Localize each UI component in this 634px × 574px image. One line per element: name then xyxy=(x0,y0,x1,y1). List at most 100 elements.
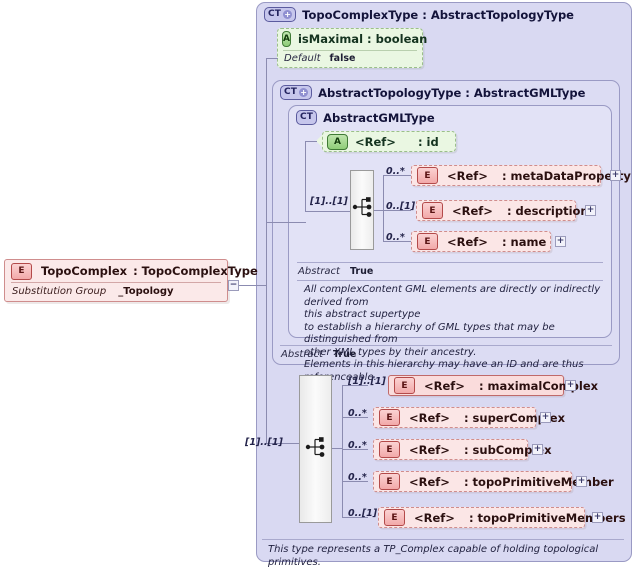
connector-line xyxy=(266,58,278,59)
sequence-compositor-outer[interactable] xyxy=(299,375,332,523)
expand-toggle-maximalcomplex[interactable]: + xyxy=(565,380,576,391)
attribute-ref: <Ref> xyxy=(355,134,396,149)
root-element-title-row: E TopoComplex : TopoComplexType xyxy=(5,260,258,282)
attribute-ismaximal-row: A isMaximal : boolean xyxy=(278,29,427,49)
element-badge-icon: E xyxy=(379,441,400,458)
connector-line xyxy=(305,211,350,212)
element-box-description[interactable]: E <Ref> : description xyxy=(416,200,589,221)
element-badge-icon: E xyxy=(384,509,405,526)
expand-toggle-name[interactable]: + xyxy=(555,236,566,247)
element-multiplicity: 0..[1] xyxy=(386,201,416,212)
expand-toggle-topoprimitivemembers[interactable]: + xyxy=(592,512,603,523)
element-ref: <Ref> xyxy=(452,203,493,218)
divider xyxy=(297,262,603,263)
complextype-header-abstractgmltype: CT AbstractGMLType xyxy=(296,110,435,125)
element-box-topoprimitivemembers[interactable]: E <Ref> : topoPrimitiveMembers xyxy=(378,507,626,528)
connector-line xyxy=(374,210,384,211)
element-badge-icon: E xyxy=(417,233,438,250)
connector-line xyxy=(305,141,306,211)
connector-line xyxy=(383,175,384,241)
attribute-name: isMaximal : boolean xyxy=(297,32,428,46)
sequence-multiplicity-outer: [1]..[1] xyxy=(245,437,283,448)
expand-toggle-supercomplex[interactable]: + xyxy=(540,412,551,423)
element-multiplicity: [1]..[1] xyxy=(348,376,386,387)
doc-line: this abstract supertype xyxy=(304,309,421,320)
complextype-title: AbstractGMLType xyxy=(323,110,435,125)
element-multiplicity: 0..* xyxy=(348,440,367,451)
abstract-label: Abstract xyxy=(298,266,340,277)
complextype-badge-icon: CT xyxy=(296,110,318,125)
complextype-title: AbstractTopologyType : AbstractGMLType xyxy=(318,85,586,100)
element-box-maximalcomplex[interactable]: E <Ref> : maximalComplex xyxy=(388,375,598,396)
root-element-card-topocomplex[interactable]: E TopoComplex : TopoComplexType Substitu… xyxy=(4,259,258,302)
element-box-name[interactable]: E <Ref> : name xyxy=(411,231,551,252)
doc-line: other XML types by their ancestry. xyxy=(304,346,477,358)
element-ref: <Ref> xyxy=(414,510,455,525)
complextype-title: TopoComplexType : AbstractTopologyType xyxy=(302,7,574,22)
doc-line: Elements in this hierarchy may have an I… xyxy=(304,359,584,383)
connector-line xyxy=(342,517,368,518)
connector-line xyxy=(342,385,343,517)
element-badge-icon: E xyxy=(11,262,32,280)
connector-line xyxy=(342,417,368,418)
attribute-name: : id xyxy=(417,134,439,149)
element-name: : topoPrimitiveMember xyxy=(463,474,614,489)
connector-line xyxy=(383,175,411,176)
connector-line xyxy=(266,222,306,223)
divider xyxy=(262,539,624,540)
root-element-name: TopoComplex xyxy=(41,264,128,278)
attribute-box-ismaximal[interactable]: A isMaximal : boolean Default false xyxy=(277,28,427,68)
abstract-row-abstractgmltype: Abstract True xyxy=(298,266,373,277)
collapse-toggle-topocomplex[interactable]: − xyxy=(228,280,239,291)
element-box-metadataproperty[interactable]: E <Ref> : metaDataProperty xyxy=(411,165,631,186)
element-ref: <Ref> xyxy=(447,168,488,183)
attribute-id-row: A <Ref> : id xyxy=(323,132,455,151)
complextype-header-topocomplextype: CT+ TopoComplexType : AbstractTopologyTy… xyxy=(264,7,574,22)
abstract-value: True xyxy=(332,349,357,360)
connector-line xyxy=(266,58,267,443)
element-ref: <Ref> xyxy=(409,442,450,457)
connector-line xyxy=(266,443,299,444)
connector-line xyxy=(383,210,411,211)
attribute-badge-icon: A xyxy=(327,133,348,150)
element-ref: <Ref> xyxy=(424,378,465,393)
element-ref: <Ref> xyxy=(409,410,450,425)
connector-line xyxy=(342,481,368,482)
substitution-group-row: Substitution Group _Topology xyxy=(5,283,227,301)
sequence-icon xyxy=(352,197,372,217)
attribute-box-id[interactable]: A <Ref> : id xyxy=(322,131,456,152)
documentation-abstractgmltype: All complexContent GML elements are dire… xyxy=(296,281,622,389)
sequence-multiplicity-inner: [1]..[1] xyxy=(310,196,348,207)
element-multiplicity: 0..* xyxy=(348,408,367,419)
element-box-subcomplex[interactable]: E <Ref> : subComplex xyxy=(373,439,552,460)
element-name: : superComplex xyxy=(463,410,565,425)
element-multiplicity: 0..[1] xyxy=(348,508,378,519)
element-badge-icon: E xyxy=(417,167,438,184)
connector-line xyxy=(238,285,266,286)
attribute-badge-icon: A xyxy=(282,31,291,47)
connector-line xyxy=(305,141,317,142)
divider xyxy=(283,50,417,51)
expand-toggle-subcomplex[interactable]: + xyxy=(532,444,543,455)
expand-toggle-metadataproperty[interactable]: + xyxy=(610,170,621,181)
element-box-topoprimitivemember[interactable]: E <Ref> : topoPrimitiveMember xyxy=(373,471,614,492)
root-element-type: : TopoComplexType xyxy=(133,264,258,278)
element-badge-icon: E xyxy=(379,473,400,490)
sequence-icon xyxy=(305,437,325,457)
expand-toggle-topoprimitivemember[interactable]: + xyxy=(576,476,587,487)
expand-toggle-description[interactable]: + xyxy=(585,205,596,216)
element-name: : maximalComplex xyxy=(478,378,599,393)
abstract-value: True xyxy=(349,266,374,277)
doc-line: All complexContent GML elements are dire… xyxy=(304,284,601,308)
element-name: : description xyxy=(506,203,589,218)
connector-line xyxy=(342,449,368,450)
divider xyxy=(297,280,603,281)
element-name: : topoPrimitiveMembers xyxy=(468,510,626,525)
element-ref: <Ref> xyxy=(409,474,450,489)
element-multiplicity: 0..* xyxy=(386,166,405,177)
element-multiplicity: 0..* xyxy=(348,472,367,483)
attribute-default-row: Default false xyxy=(278,51,422,67)
divider xyxy=(11,282,221,283)
element-name: : subComplex xyxy=(463,442,552,457)
element-box-supercomplex[interactable]: E <Ref> : superComplex xyxy=(373,407,565,428)
